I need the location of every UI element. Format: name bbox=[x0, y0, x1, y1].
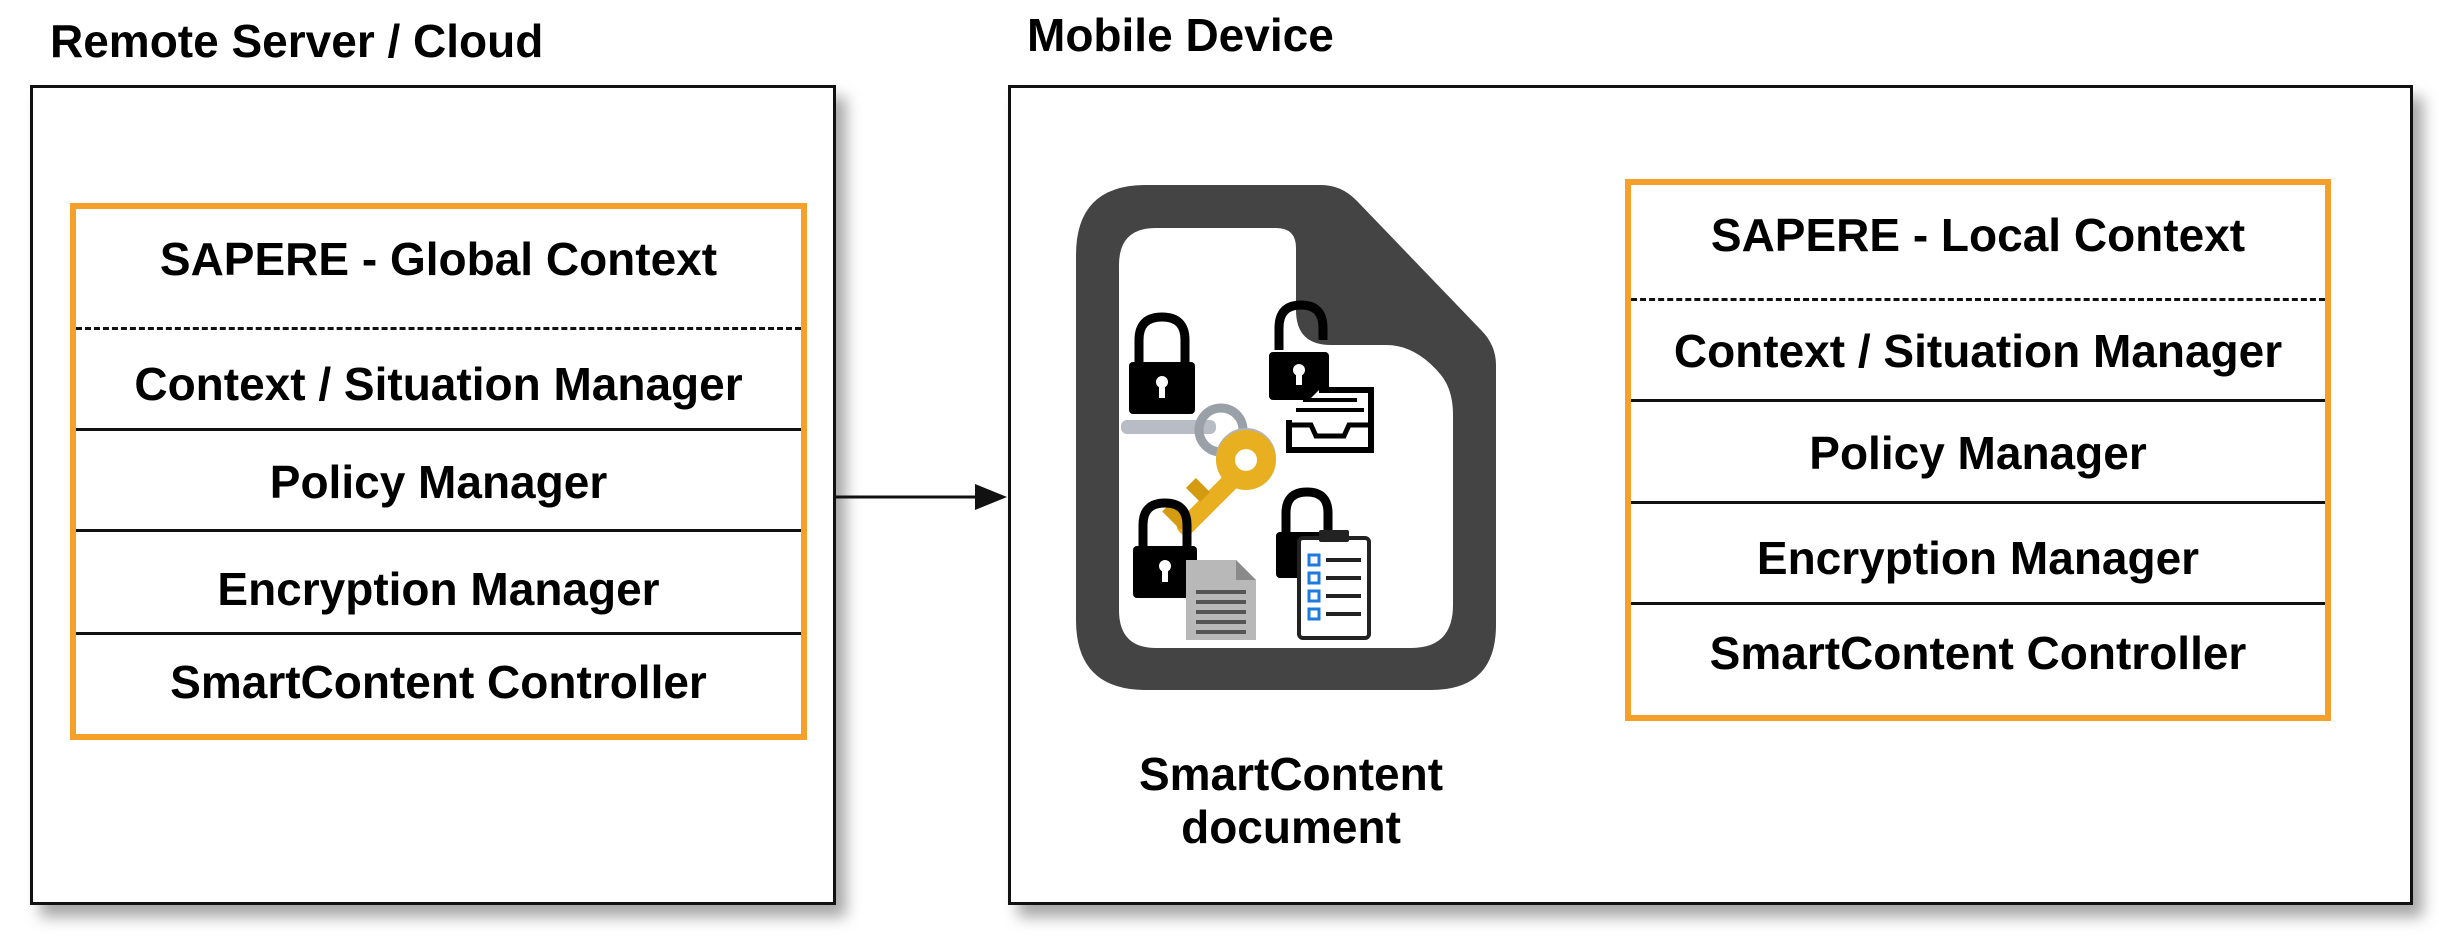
remote-server-panel: SAPERE - Global Context Context / Situat… bbox=[30, 85, 836, 905]
context-situation-manager: Context / Situation Manager bbox=[1673, 324, 2283, 377]
divider bbox=[1631, 602, 2325, 605]
remote-server-title: Remote Server / Cloud bbox=[50, 15, 544, 67]
local-context-stack: SAPERE - Local Context Context / Situati… bbox=[1625, 179, 2331, 721]
divider bbox=[1631, 399, 2325, 402]
unlocked-lock-icon bbox=[1269, 300, 1329, 400]
policy-manager: Policy Manager bbox=[269, 455, 608, 508]
document-icon bbox=[1076, 185, 1496, 690]
encryption-manager: Encryption Manager bbox=[1756, 531, 2200, 584]
checklist-icon bbox=[1297, 530, 1371, 640]
divider bbox=[1631, 298, 2325, 301]
policy-manager: Policy Manager bbox=[1809, 426, 2147, 479]
document-caption-line1: SmartContent bbox=[1138, 748, 1444, 800]
divider bbox=[76, 428, 801, 431]
document-caption: SmartContent document bbox=[1111, 748, 1471, 854]
text-document-icon bbox=[1186, 560, 1256, 640]
lock-icon bbox=[1129, 312, 1195, 414]
mobile-device-title: Mobile Device bbox=[1027, 9, 1334, 61]
encryption-manager: Encryption Manager bbox=[217, 563, 660, 615]
divider bbox=[76, 632, 801, 635]
global-context-header: SAPERE - Global Context bbox=[159, 233, 718, 285]
smartcontent-controller: SmartContent Controller bbox=[170, 655, 707, 708]
smartcontent-controller: SmartContent Controller bbox=[1709, 626, 2247, 679]
divider bbox=[1631, 501, 2325, 504]
mobile-device-panel: SmartContent document SAPERE - Local Con… bbox=[1008, 85, 2413, 905]
document-caption-line2: document bbox=[1181, 800, 1401, 853]
context-situation-manager: Context / Situation Manager bbox=[134, 358, 743, 410]
inbox-tray-icon bbox=[1286, 387, 1374, 453]
divider bbox=[76, 529, 801, 532]
local-context-header: SAPERE - Local Context bbox=[1710, 209, 2246, 261]
key-icon bbox=[1121, 403, 1276, 536]
divider bbox=[76, 327, 801, 330]
global-context-stack: SAPERE - Global Context Context / Situat… bbox=[70, 203, 807, 740]
lock-icon bbox=[1133, 498, 1197, 598]
